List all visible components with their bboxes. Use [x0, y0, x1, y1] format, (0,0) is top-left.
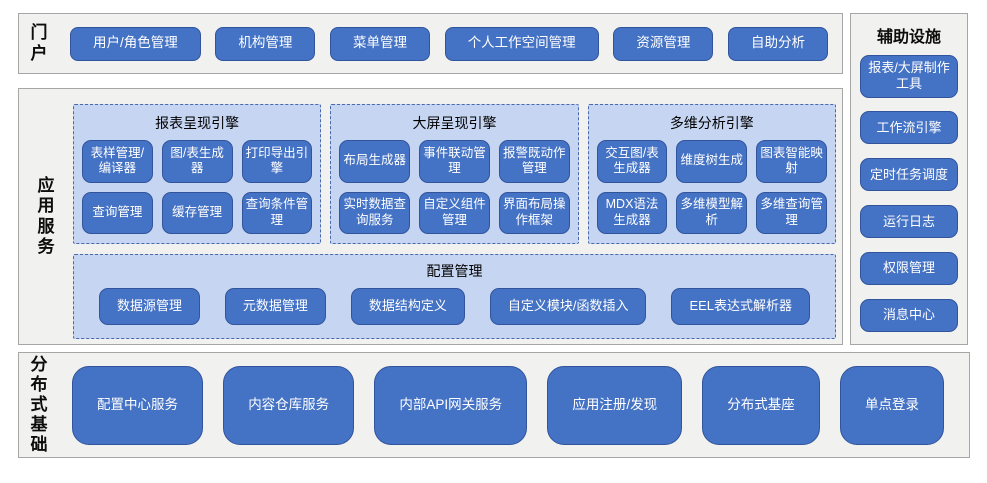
- auxiliary-item: 报表/大屏制作工具: [860, 55, 958, 98]
- application-services-label: 应用服务: [37, 176, 55, 256]
- engine-item: 多维模型解析: [676, 191, 748, 234]
- engine-items-grid: 交互图/表生成器 维度树生成 图表智能映射 MDX语法生成器 多维模型解析 多维…: [596, 140, 827, 234]
- engine-item: 实时数据查询服务: [339, 191, 411, 234]
- config-item: 数据结构定义: [350, 288, 465, 325]
- engine-item: 自定义组件管理: [419, 191, 490, 234]
- engine-item: 图表智能映射: [756, 140, 827, 183]
- auxiliary-item: 工作流引擎: [860, 111, 958, 145]
- engine-item: 多维查询管理: [756, 191, 827, 234]
- engine-title: 报表呈现引擎: [155, 115, 240, 131]
- auxiliary-item: 运行日志: [860, 205, 958, 239]
- portal-item: 机构管理: [215, 26, 316, 61]
- engine-item: 表样管理/编译器: [82, 140, 153, 183]
- engine-item: 报警既动作管理: [498, 140, 570, 183]
- portal-section: 门户 用户/角色管理 机构管理 菜单管理 个人工作空间管理 资源管理 自助分析: [18, 13, 843, 74]
- engine-item: 维度树生成: [676, 140, 748, 183]
- engine-item: 查询管理: [82, 191, 153, 234]
- config-items-row: 数据源管理 元数据管理 数据结构定义 自定义模块/函数插入 EEL表达式解析器: [84, 284, 825, 329]
- distributed-base-label: 分布式基础: [30, 354, 48, 455]
- application-services-label-wrap: 应用服务: [19, 89, 73, 344]
- engine-items-grid: 布局生成器 事件联动管理 报警既动作管理 实时数据查询服务 自定义组件管理 界面…: [339, 140, 570, 234]
- engine-item: 界面布局操作框架: [498, 191, 570, 234]
- engine-item: 图/表生成器: [161, 140, 233, 183]
- application-services-section: 应用服务 报表呈现引擎 表样管理/编译器 图/表生成器 打印导出引擎 查询管理 …: [18, 88, 843, 345]
- distributed-item: 应用注册/发现: [547, 365, 683, 445]
- auxiliary-items: 报表/大屏制作工具 工作流引擎 定时任务调度 运行日志 权限管理 消息中心: [860, 55, 958, 332]
- engine-item: MDX语法生成器: [596, 191, 668, 234]
- config-item: EEL表达式解析器: [671, 288, 811, 325]
- engine-item: 交互图/表生成器: [596, 140, 668, 183]
- config-item: 元数据管理: [224, 288, 326, 325]
- portal-item: 菜单管理: [330, 26, 431, 61]
- engine-title: 大屏呈现引擎: [412, 115, 497, 131]
- engine-title: 多维分析引擎: [669, 115, 754, 131]
- distributed-base-section: 分布式基础 配置中心服务 内容仓库服务 内部API网关服务 应用注册/发现 分布…: [18, 352, 970, 458]
- auxiliary-item: 消息中心: [860, 298, 958, 332]
- config-title: 配置管理: [426, 263, 483, 279]
- engine-item: 缓存管理: [161, 191, 233, 234]
- auxiliary-item: 权限管理: [860, 252, 958, 286]
- engine-report-box: 报表呈现引擎 表样管理/编译器 图/表生成器 打印导出引擎 查询管理 缓存管理 …: [73, 104, 322, 244]
- distributed-item: 单点登录: [839, 365, 944, 445]
- portal-items-row: 用户/角色管理 机构管理 菜单管理 个人工作空间管理 资源管理 自助分析: [50, 26, 842, 61]
- engine-item: 事件联动管理: [419, 140, 490, 183]
- engine-item: 布局生成器: [339, 140, 411, 183]
- engine-item: 打印导出引擎: [241, 140, 313, 183]
- auxiliary-section: 辅助设施 报表/大屏制作工具 工作流引擎 定时任务调度 运行日志 权限管理 消息…: [850, 13, 968, 345]
- portal-item: 个人工作空间管理: [444, 26, 599, 61]
- auxiliary-title: 辅助设施: [876, 29, 941, 46]
- portal-label: 门户: [30, 23, 48, 63]
- application-services-content: 报表呈现引擎 表样管理/编译器 图/表生成器 打印导出引擎 查询管理 缓存管理 …: [73, 89, 842, 344]
- engine-bigscreen-box: 大屏呈现引擎 布局生成器 事件联动管理 报警既动作管理 实时数据查询服务 自定义…: [330, 104, 579, 244]
- distributed-items-row: 配置中心服务 内容仓库服务 内部API网关服务 应用注册/发现 分布式基座 单点…: [50, 365, 969, 445]
- distributed-item: 配置中心服务: [72, 365, 203, 445]
- distributed-item: 分布式基座: [702, 365, 820, 445]
- config-item: 自定义模块/函数插入: [489, 288, 647, 325]
- engine-olap-box: 多维分析引擎 交互图/表生成器 维度树生成 图表智能映射 MDX语法生成器 多维…: [587, 104, 836, 244]
- engine-item: 查询条件管理: [241, 191, 313, 234]
- config-management-box: 配置管理 数据源管理 元数据管理 数据结构定义 自定义模块/函数插入 EEL表达…: [73, 254, 836, 339]
- portal-item: 用户/角色管理: [70, 26, 201, 61]
- distributed-item: 内部API网关服务: [374, 365, 528, 445]
- auxiliary-item: 定时任务调度: [860, 158, 958, 192]
- config-item: 数据源管理: [98, 288, 200, 325]
- portal-item: 自助分析: [727, 26, 828, 61]
- portal-item: 资源管理: [613, 26, 714, 61]
- engines-row: 报表呈现引擎 表样管理/编译器 图/表生成器 打印导出引擎 查询管理 缓存管理 …: [73, 104, 836, 244]
- engine-items-grid: 表样管理/编译器 图/表生成器 打印导出引擎 查询管理 缓存管理 查询条件管理: [82, 140, 313, 234]
- distributed-item: 内容仓库服务: [223, 365, 355, 445]
